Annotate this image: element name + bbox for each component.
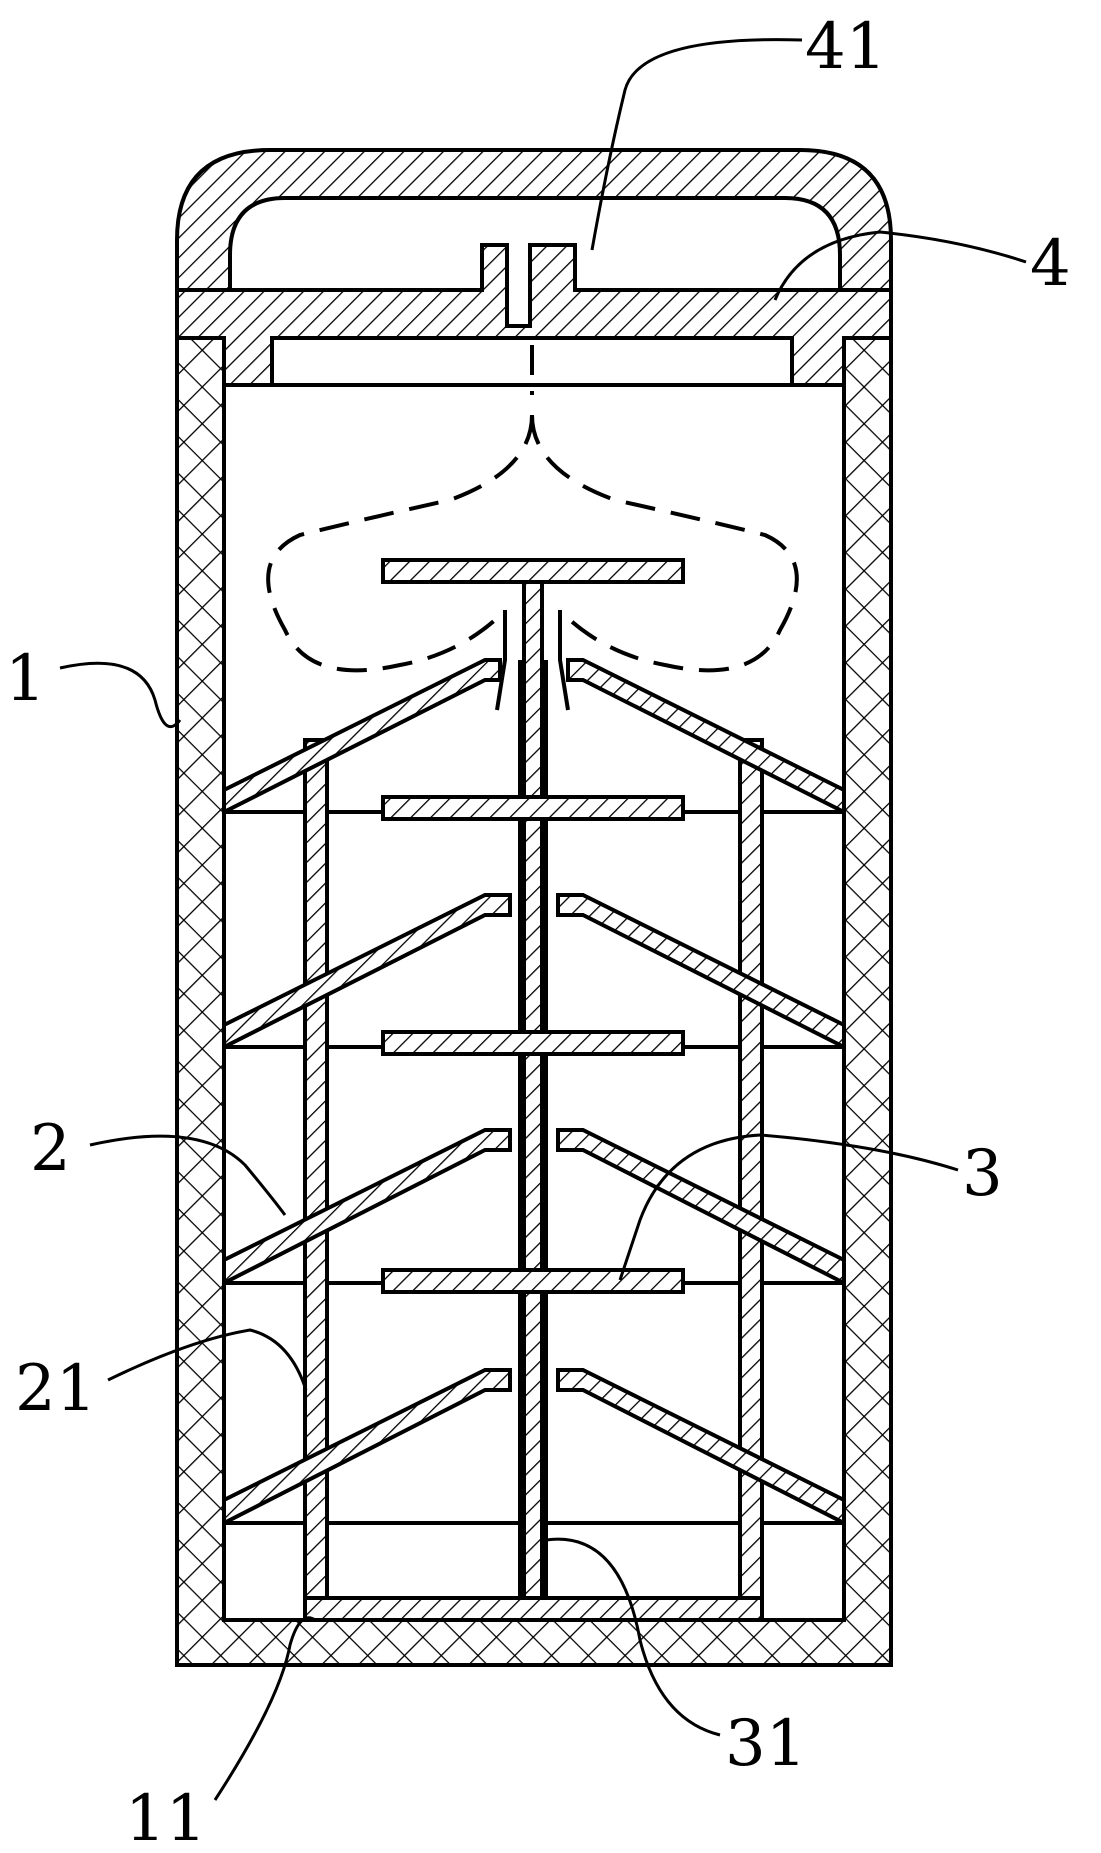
lid-plate — [175, 243, 893, 387]
tray-4-right — [556, 1368, 846, 1527]
label-21: 21 — [15, 1352, 96, 1426]
top-cap — [175, 148, 893, 292]
leader-21 — [107, 1328, 308, 1391]
spreader-plate-2 — [381, 1030, 685, 1056]
trays — [222, 658, 846, 1527]
tray-bottom — [303, 1596, 764, 1622]
label-1: 1 — [5, 642, 46, 716]
label-11: 11 — [125, 1782, 206, 1853]
tray-1-right — [566, 658, 846, 816]
right-support-column — [738, 738, 764, 1622]
top-plate — [381, 558, 685, 584]
vapor-flow — [266, 345, 799, 711]
tray-3-right — [556, 1128, 846, 1287]
label-2: 2 — [30, 1112, 71, 1186]
tray-1-left — [222, 658, 502, 816]
leader-31 — [545, 1537, 721, 1737]
spreader-plate-1 — [381, 795, 685, 821]
spreader-plate-3 — [381, 1268, 685, 1294]
label-31: 31 — [725, 1707, 806, 1781]
tray-4-left — [222, 1368, 512, 1527]
leader-4 — [773, 230, 1027, 301]
tray-3-left — [222, 1128, 512, 1287]
leader-lines — [59, 38, 1027, 1801]
left-support-column — [303, 738, 329, 1622]
leader-3 — [618, 1133, 959, 1281]
label-41: 41 — [805, 10, 886, 84]
label-4: 4 — [1030, 227, 1071, 301]
spreader-plates — [381, 795, 685, 1294]
leader-2 — [89, 1134, 287, 1216]
leader-11 — [213, 1616, 316, 1801]
label-3: 3 — [962, 1137, 1003, 1211]
leader-41 — [590, 38, 803, 251]
central-shaft — [522, 560, 544, 1600]
reference-labels: 41 4 1 2 3 21 11 31 — [5, 10, 1071, 1853]
tray-2-right — [556, 893, 846, 1051]
leader-1 — [59, 661, 182, 729]
tray-2-left — [222, 893, 512, 1051]
